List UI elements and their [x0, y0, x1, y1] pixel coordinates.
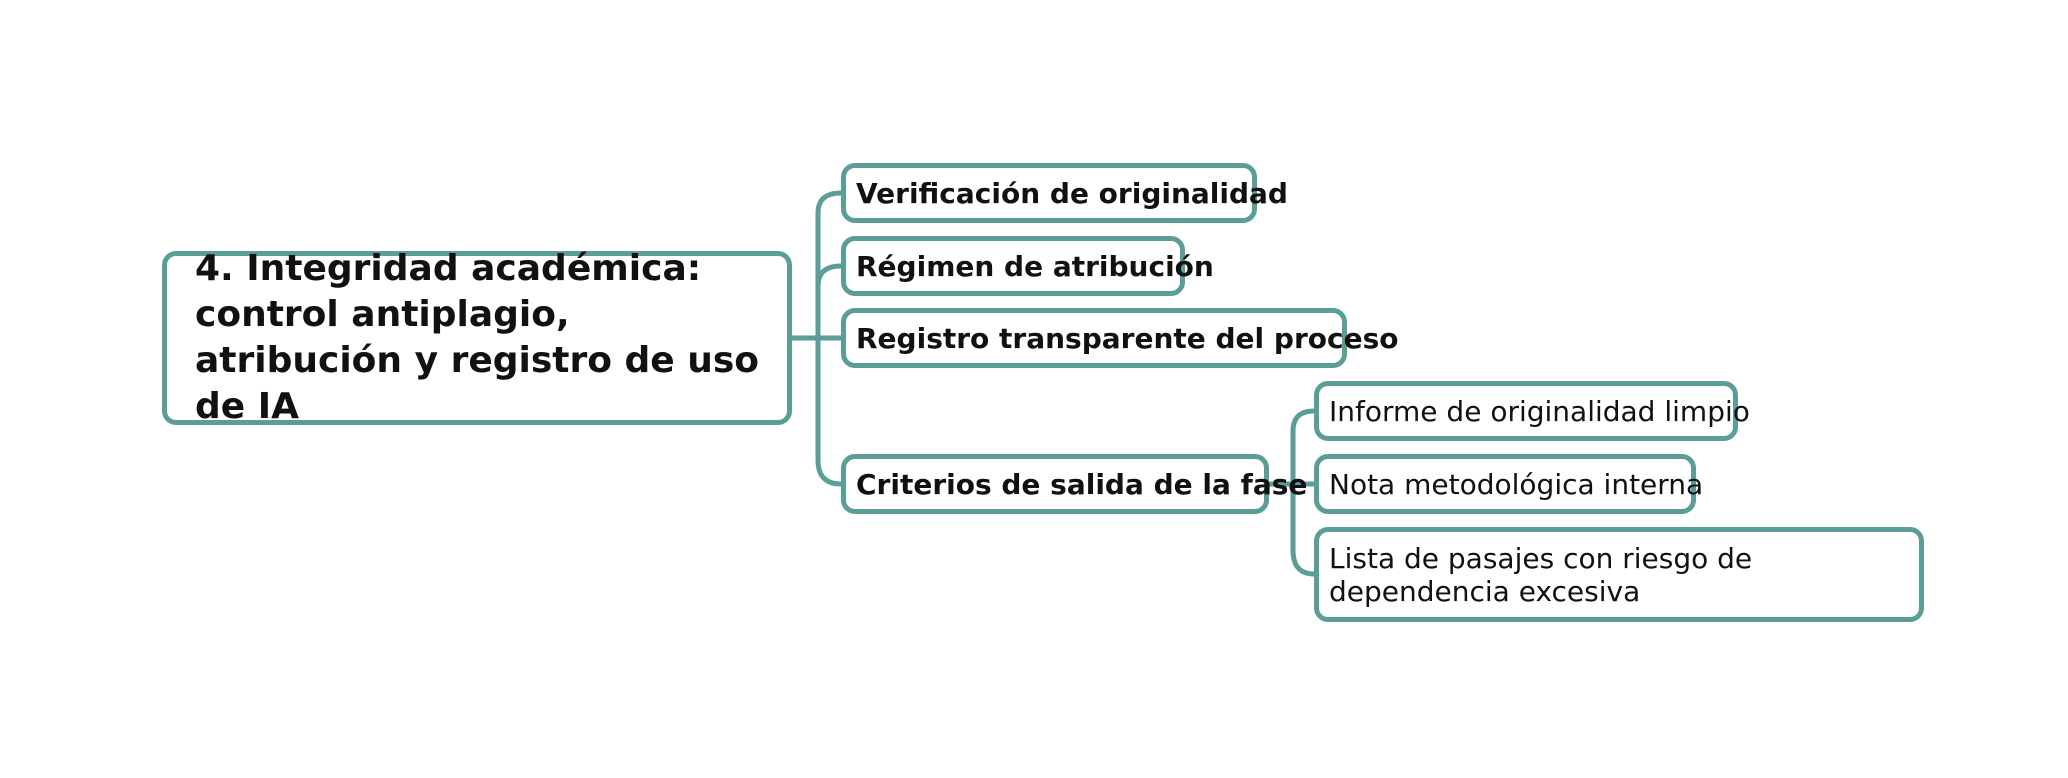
leaf-topic-nota[interactable]: Nota metodológica interna: [1314, 454, 1703, 514]
leaf-topic-label: Informe de originalidad limpio: [1329, 394, 1750, 428]
branch-topic-label: Régimen de atribución: [856, 249, 1214, 283]
branch-topic-criterios[interactable]: Criterios de salida de la fase: [841, 454, 1307, 514]
branch-topic-atribucion[interactable]: Régimen de atribución: [841, 236, 1214, 296]
connector-branch-2: [815, 263, 844, 289]
root-topic[interactable]: 4. Integridad académica: control antipla…: [162, 248, 792, 427]
leaf-topic-lista[interactable]: Lista de pasajes con riesgo de dependenc…: [1314, 527, 1924, 622]
branch-topic-label: Verificación de originalidad: [856, 176, 1288, 210]
branch-topic-verificacion[interactable]: Verificación de originalidad: [841, 163, 1288, 223]
connector-branch-1: [815, 190, 844, 216]
branch-topic-registro[interactable]: Registro transparente del proceso: [841, 308, 1398, 368]
leaf-topic-label: Nota metodológica interna: [1329, 467, 1704, 501]
connector-leaf-1: [1290, 408, 1317, 434]
root-topic-label: 4. Integridad académica: control antipla…: [195, 248, 760, 427]
branch-topic-label: Registro transparente del proceso: [856, 321, 1399, 355]
connector-leaf-3: [1290, 547, 1317, 577]
leaf-topic-informe[interactable]: Informe de originalidad limpio: [1314, 381, 1750, 441]
connector-branch-4: [815, 457, 844, 487]
branch-topic-label: Criterios de salida de la fase: [856, 467, 1308, 501]
leaf-topic-label: Lista de pasajes con riesgo de dependenc…: [1329, 541, 1753, 608]
